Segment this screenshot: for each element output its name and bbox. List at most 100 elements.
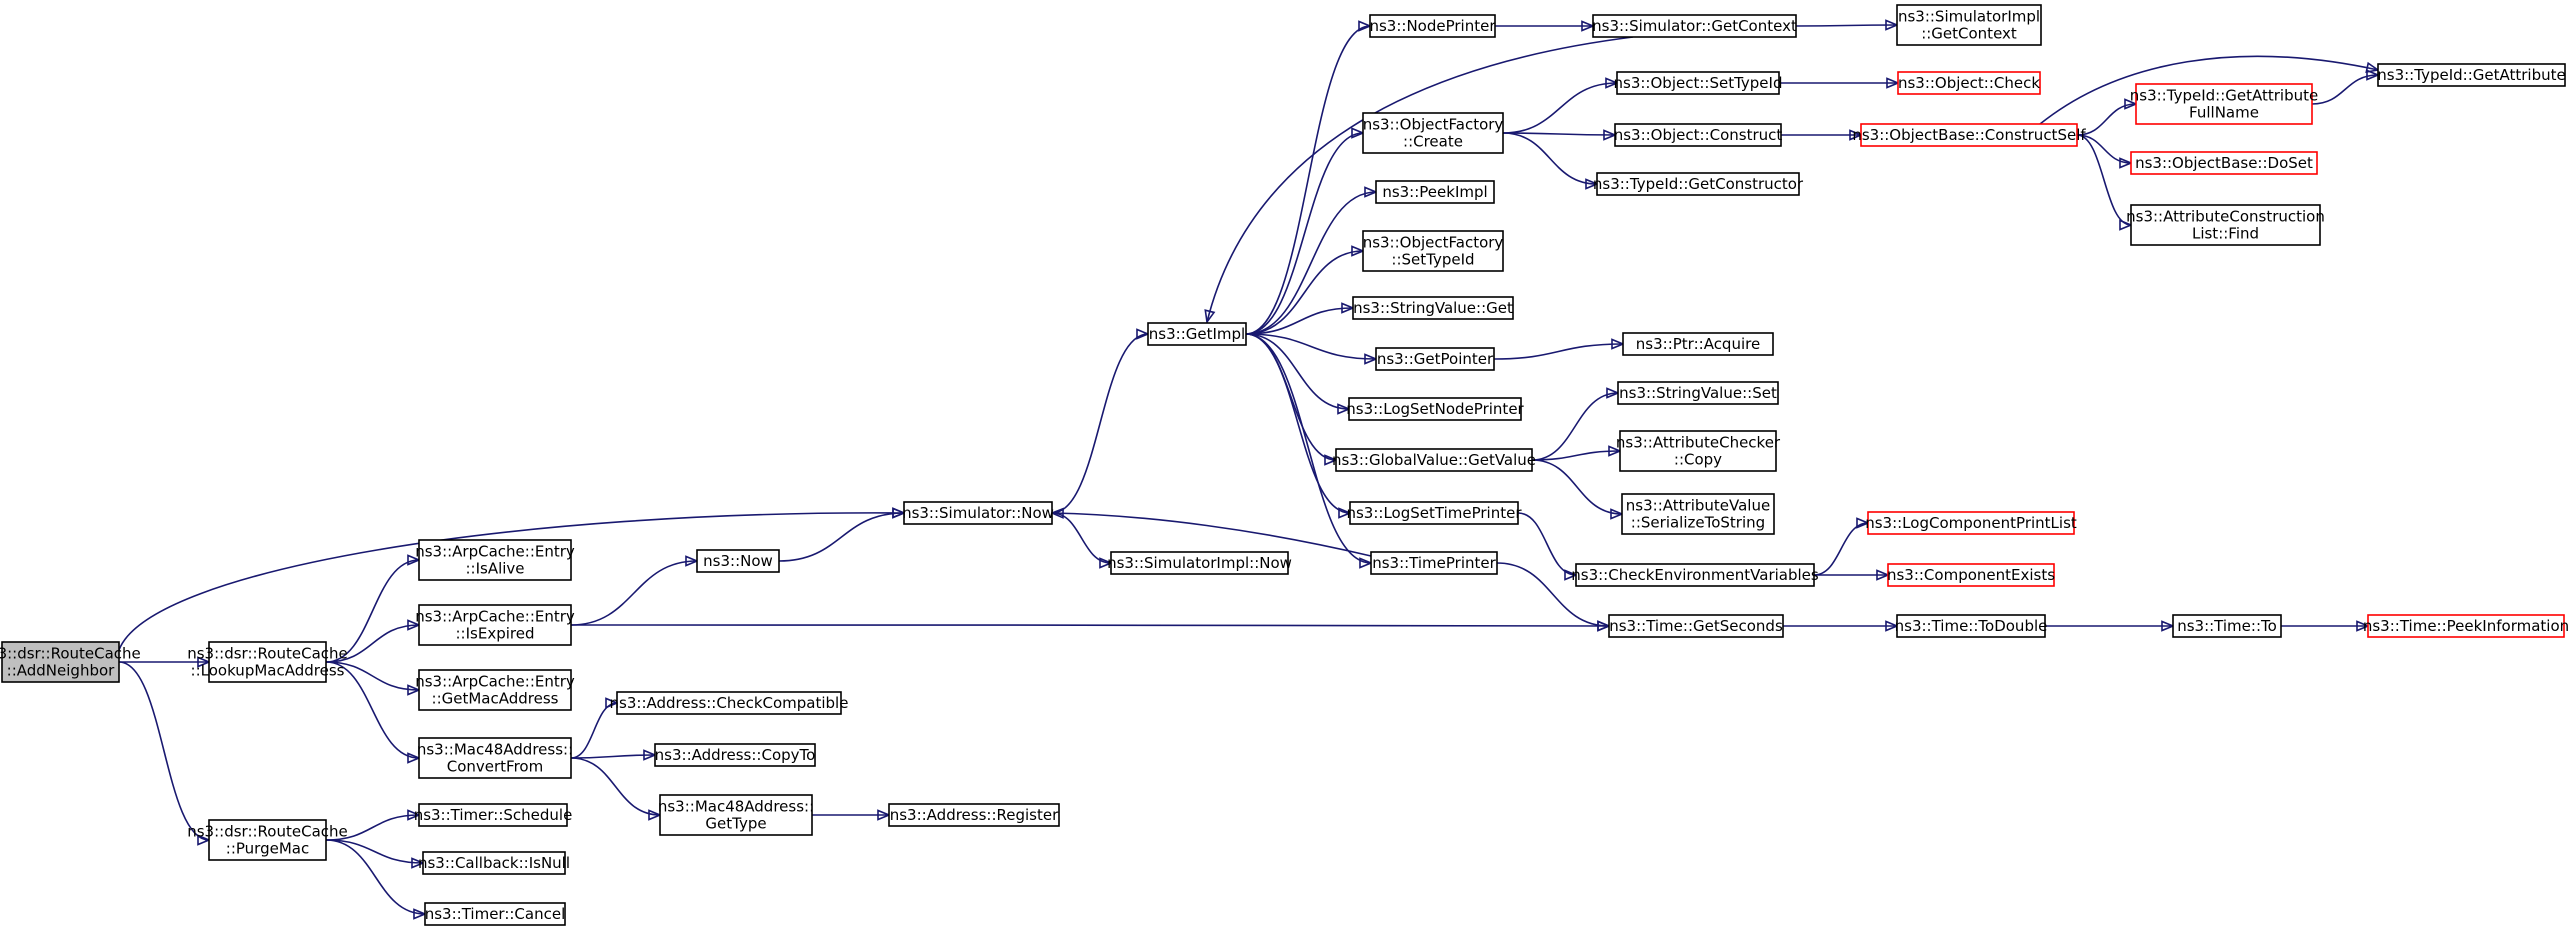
node-label: ns3::TypeId::GetConstructor (1593, 175, 1804, 193)
node-box (1362, 112, 1504, 154)
edge-line (778, 512, 905, 562)
node-box (1335, 448, 1533, 472)
function-node[interactable]: ns3::ObjectBase::DoSet (2130, 151, 2318, 175)
function-node[interactable]: ns3::ArpCache::Entry::IsAlive (415, 539, 575, 581)
call-edge (1517, 512, 1579, 581)
function-node[interactable]: ns3::SimulatorImpl::Now (1107, 551, 1292, 575)
function-node[interactable]: ns3::TimePrinter (1370, 551, 1498, 575)
function-node[interactable]: ns3::Timer::Schedule (414, 803, 573, 827)
call-edge (325, 661, 422, 764)
node-label: GetType (705, 815, 766, 833)
node-label: ns3::Timer::Cancel (425, 905, 566, 923)
edge-line (2311, 74, 2379, 105)
node-box (208, 819, 327, 861)
node-label: ns3::NodePrinter (1369, 17, 1496, 35)
call-edge (1245, 20, 1373, 335)
function-node[interactable]: ns3::Time::To (2172, 614, 2282, 638)
function-node[interactable]: ns3::SimulatorImpl::GetContext (1896, 4, 2042, 46)
function-node[interactable]: ns3::Address::Register (888, 803, 1060, 827)
function-node[interactable]: ns3::AttributeValue::SerializeToString (1621, 493, 1775, 535)
function-node[interactable]: ns3::Object::Construct (1614, 123, 1783, 147)
function-node[interactable]: ns3::Callback::IsNull (418, 851, 570, 875)
node-box (208, 641, 327, 683)
edge-line (1051, 512, 1372, 557)
function-node[interactable]: ns3::LogSetTimePrinter (1346, 501, 1522, 525)
node-label: ::Create (1403, 133, 1463, 151)
function-node[interactable]: ns3::LogComponentPrintList (1865, 511, 2077, 535)
node-label: ::GetContext (1921, 25, 2017, 43)
function-node[interactable]: ns3::LogSetNodePrinter (1346, 397, 1525, 421)
edge-line (1502, 132, 1598, 185)
function-node[interactable]: ns3::Object::SetTypeId (1614, 71, 1783, 95)
call-edge (1245, 186, 1379, 335)
node-label: ns3::Now (703, 552, 773, 570)
function-node[interactable]: ns3::GetPointer (1375, 347, 1495, 371)
node-label: ns3::Simulator::Now (902, 504, 1054, 522)
node-box (1896, 4, 2042, 46)
node-label: ns3::AttributeChecker (1616, 434, 1781, 452)
arrowhead (1099, 557, 1114, 569)
function-node[interactable]: ns3::dsr::RouteCache::AddNeighbor (0, 641, 141, 683)
call-edge (119, 656, 212, 668)
call-edge (325, 839, 428, 920)
function-node[interactable]: ns3::TypeId::GetConstructor (1593, 172, 1804, 196)
function-node[interactable]: ns3::dsr::RouteCache::LookupMacAddress (187, 641, 348, 683)
node-label: ns3::CheckEnvironmentVariables (1571, 566, 1819, 584)
function-node[interactable]: ns3::ComponentExists (1887, 563, 2055, 587)
node-label: ns3::Mac48Address:: (417, 741, 573, 759)
function-node[interactable]: ns3::Timer::Cancel (424, 902, 566, 926)
function-node[interactable]: ns3::Address::CheckCompatible (610, 691, 849, 715)
function-node[interactable]: ns3::ObjectFactory::Create (1362, 112, 1504, 154)
arrowhead (1351, 245, 1366, 257)
function-node[interactable]: ns3::Address::CopyTo (654, 743, 816, 767)
function-node[interactable]: ns3::GlobalValue::GetValue (1332, 448, 1536, 472)
node-label: ns3::Time::PeekInformation (2363, 617, 2569, 635)
edge-line (325, 839, 426, 915)
node-box (1575, 563, 1815, 587)
function-node[interactable]: ns3::dsr::RouteCache::PurgeMac (187, 819, 348, 861)
function-node[interactable]: ns3::Time::GetSeconds (1608, 614, 1784, 638)
function-node[interactable]: ns3::Mac48Address::GetType (658, 794, 814, 836)
function-node[interactable]: ns3::Now (696, 549, 780, 573)
function-node[interactable]: ns3::ObjectFactory::SetTypeId (1362, 230, 1504, 272)
node-label: ::IsAlive (465, 560, 524, 578)
arrowhead (1610, 508, 1625, 520)
call-edge (1493, 338, 1626, 360)
arrowhead (1204, 309, 1216, 325)
edge-line (1493, 343, 1624, 360)
edge-line (325, 624, 420, 663)
node-box (1369, 14, 1496, 38)
function-node[interactable]: ns3::Simulator::Now (902, 501, 1054, 525)
arrowhead (197, 656, 212, 668)
function-node[interactable]: ns3::ArpCache::Entry::GetMacAddress (415, 669, 575, 711)
function-node[interactable]: ns3::TypeId::GetAttribute (2377, 63, 2566, 87)
arrowhead (1885, 19, 1900, 31)
edge-line (325, 559, 420, 663)
arrowhead (1885, 620, 1900, 632)
function-node[interactable]: ns3::PeekImpl (1375, 180, 1495, 204)
function-node[interactable]: ns3::AttributeChecker::Copy (1616, 430, 1781, 472)
call-edge (1781, 129, 1864, 141)
function-node[interactable]: ns3::Ptr::Acquire (1622, 332, 1774, 356)
call-edges (118, 19, 2381, 920)
function-node[interactable]: ns3::Simulator::GetContext (1592, 14, 1797, 38)
function-node[interactable]: ns3::CheckEnvironmentVariables (1571, 563, 1819, 587)
call-edge (1245, 333, 1352, 415)
function-node[interactable]: ns3::Time::ToDouble (1895, 614, 2048, 638)
function-node[interactable]: ns3::Object::Check (1897, 71, 2041, 95)
arrowhead (1351, 127, 1366, 139)
function-node[interactable]: ns3::ArpCache::Entry::IsExpired (415, 604, 575, 646)
call-edge (570, 555, 700, 626)
function-node[interactable]: ns3::NodePrinter (1369, 14, 1496, 38)
arrowhead (605, 697, 620, 709)
function-node[interactable]: ns3::Mac48Address::ConvertFrom (417, 737, 573, 779)
function-node[interactable]: ns3::StringValue::Set (1617, 381, 1779, 405)
function-node[interactable]: ns3::Time::PeekInformation (2363, 614, 2569, 638)
function-node[interactable]: ns3::GetImpl (1147, 322, 1247, 346)
arrowhead (2365, 61, 2381, 74)
function-node[interactable]: ns3::ObjectBase::ConstructSelf (1852, 123, 2086, 147)
function-node[interactable]: ns3::StringValue::Get (1352, 296, 1514, 320)
edge-line (1245, 333, 1337, 461)
